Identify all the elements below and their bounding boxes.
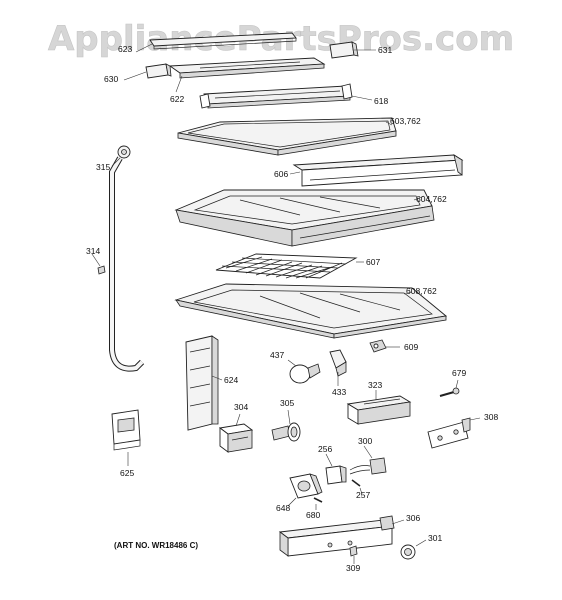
part-305-thermostat-knob[interactable]: [271, 422, 301, 442]
part-623-top-strip[interactable]: [149, 32, 297, 50]
leader-lines: [91, 43, 481, 564]
label-623: 623: [118, 44, 132, 54]
part-604-762-pan[interactable]: [174, 189, 435, 247]
part-301-knob[interactable]: [400, 544, 416, 560]
label-607: 607: [366, 257, 380, 267]
part-308-plate[interactable]: [427, 417, 471, 449]
label-625: 625: [120, 468, 134, 478]
label-680: 680: [306, 510, 320, 520]
part-603-762-shelf[interactable]: [177, 117, 397, 156]
part-631-block[interactable]: [329, 41, 359, 59]
part-630-block[interactable]: [145, 63, 172, 79]
part-624-duct[interactable]: [185, 335, 219, 431]
part-680-screw[interactable]: [313, 497, 323, 503]
label-618: 618: [374, 96, 388, 106]
label-437: 437: [270, 350, 284, 360]
label-256: 256: [318, 444, 332, 454]
label-309: 309: [346, 563, 360, 573]
part-256-relay[interactable]: [325, 465, 347, 485]
label-305: 305: [280, 398, 294, 408]
part-314-clip[interactable]: [97, 265, 106, 275]
part-618-rail[interactable]: [199, 83, 353, 109]
part-609-clip[interactable]: [369, 339, 387, 353]
label-306: 306: [406, 513, 420, 523]
part-labels: 623 631 630 622 618 603,762 315 606 604,…: [86, 44, 498, 573]
label-315: 315: [96, 162, 110, 172]
label-630: 630: [104, 74, 118, 84]
part-607-mesh[interactable]: [215, 253, 358, 279]
label-604-762: 604,762: [416, 194, 447, 204]
label-300: 300: [358, 436, 372, 446]
label-323: 323: [368, 380, 382, 390]
part-437-bulb[interactable]: [289, 363, 321, 384]
part-306-bottom-bracket[interactable]: [278, 515, 395, 557]
label-257: 257: [356, 490, 370, 500]
label-314: 314: [86, 246, 100, 256]
label-603-762: 603,762: [390, 116, 421, 126]
label-433: 433: [332, 387, 346, 397]
part-300-harness[interactable]: [349, 457, 387, 475]
part-648-timer[interactable]: [289, 473, 323, 499]
label-679: 679: [452, 368, 466, 378]
part-304-housing[interactable]: [218, 423, 254, 453]
part-309-clip[interactable]: [349, 545, 358, 557]
label-624: 624: [224, 375, 238, 385]
part-606-crisper-front[interactable]: [292, 154, 464, 187]
part-315-drain-tube[interactable]: [109, 145, 145, 372]
label-609: 609: [404, 342, 418, 352]
label-648: 648: [276, 503, 290, 513]
part-608-762-pan[interactable]: [174, 283, 448, 339]
label-608-762: 608,762: [406, 286, 437, 296]
part-323-control-box[interactable]: [346, 395, 412, 425]
label-631: 631: [378, 45, 392, 55]
part-625-bracket[interactable]: [111, 409, 141, 451]
label-308: 308: [484, 412, 498, 422]
label-301: 301: [428, 533, 442, 543]
part-257-screw[interactable]: [351, 479, 361, 487]
label-622: 622: [170, 94, 184, 104]
label-606: 606: [274, 169, 288, 179]
part-622-cover[interactable]: [168, 57, 326, 79]
art-number: (ART NO. WR18486 C): [114, 541, 198, 550]
label-304: 304: [234, 402, 248, 412]
part-679-screw[interactable]: [439, 387, 460, 397]
part-433-socket[interactable]: [329, 349, 347, 377]
